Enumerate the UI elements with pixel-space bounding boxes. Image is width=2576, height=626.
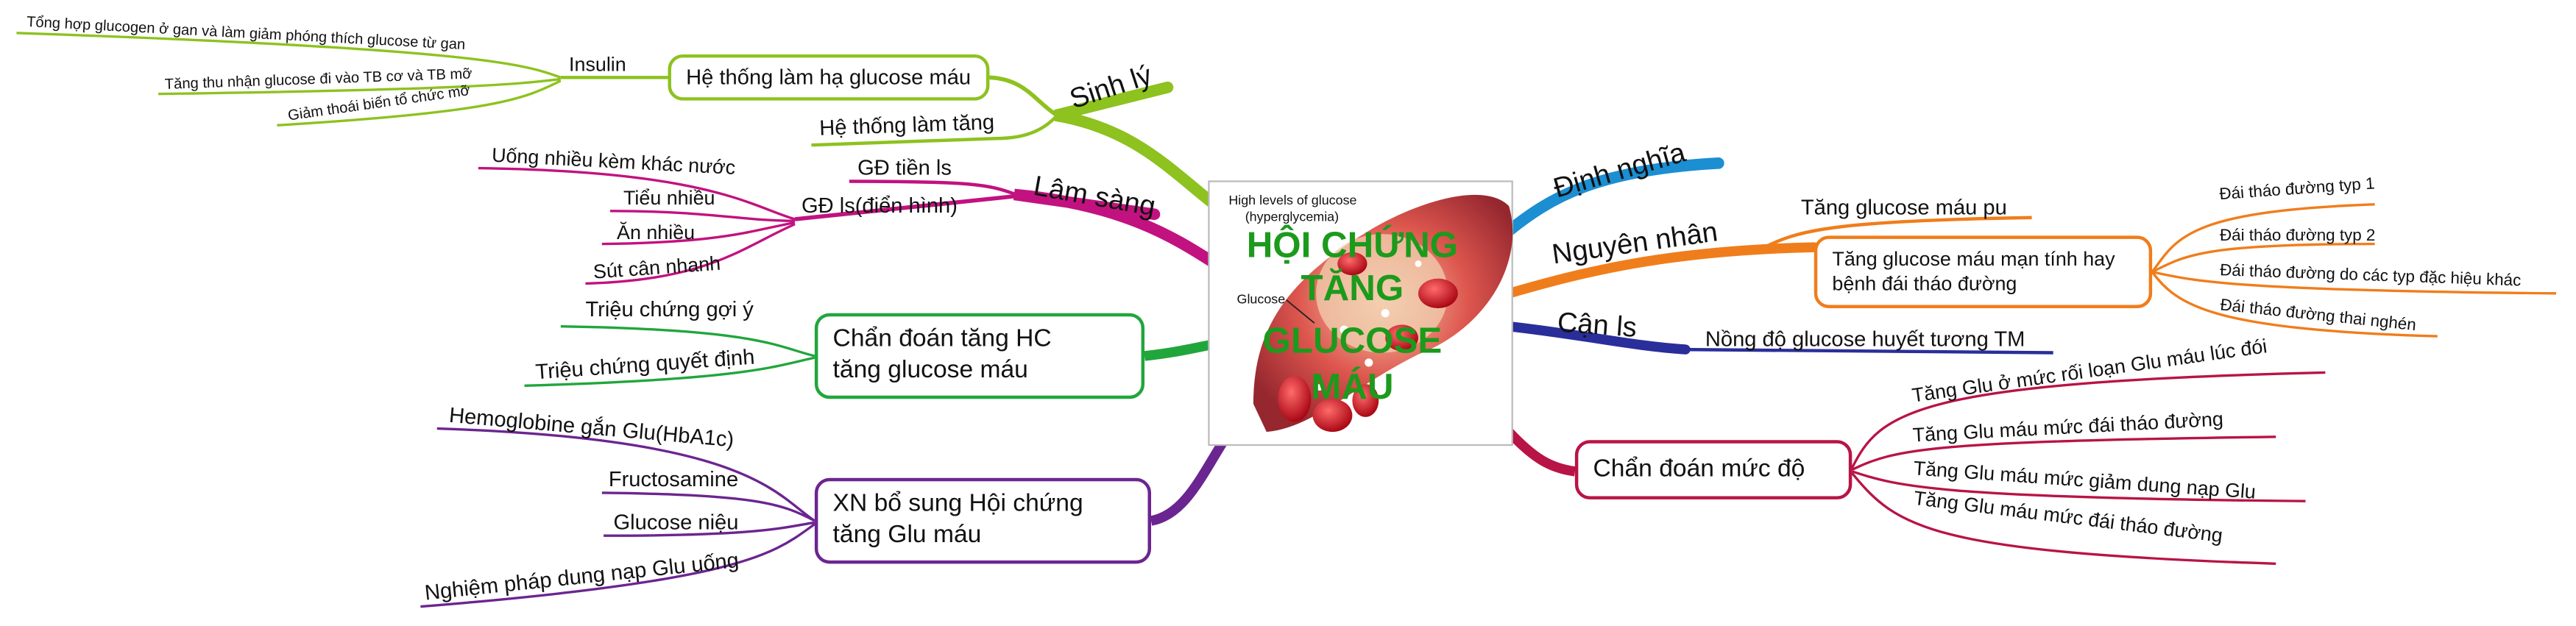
chan-doan-muc-do-node[interactable]: Chẩn đoán mức độ (1574, 440, 1853, 499)
center-image: High levels of glucose (hyperglycemia) G… (1208, 180, 1513, 447)
man-tinh-label-1: Tăng glucose máu mạn tính hay (1832, 247, 2115, 271)
red-cell-icon (1352, 384, 1379, 417)
man-tinh-label-2: bệnh đái tháo đường (1832, 271, 2017, 296)
center-title-line-2: TĂNG (1301, 267, 1404, 308)
lam-sang-tien-ls-line (849, 179, 1017, 196)
muc-do-item-4-line (1851, 472, 2276, 565)
glucose-dot-icon (1381, 309, 1390, 318)
chan-doan-tang-label-1: Chẩn đoán tăng HC (832, 324, 1052, 354)
nguyen-nhan-pu[interactable]: Tăng glucose máu pu (1801, 196, 2007, 219)
chan-doan-tang-node[interactable]: Chẩn đoán tăng HC tăng glucose máu (814, 313, 1145, 399)
branch-chan-doan-muc-do (1505, 371, 2326, 565)
xn-bo-sung-label-2: tăng Glu máu (832, 521, 982, 549)
red-cell-icon (1312, 399, 1353, 433)
sinh-ly-to-ha-link (989, 75, 1058, 118)
ls-item-1[interactable]: Uống nhiều kèm khác nước (491, 144, 736, 179)
ls-item-3[interactable]: Ăn nhiều (617, 221, 695, 243)
insulin-item-1-line (16, 32, 562, 79)
xn-item-1[interactable]: Hemoglobine gắn Glu(HbA1c) (448, 403, 735, 452)
insulin-item-3-line (277, 79, 562, 127)
ls-item-2[interactable]: Tiểu nhiều (623, 187, 715, 209)
center-caption: High levels of glucose (1228, 193, 1356, 207)
insulin-item-1[interactable]: Tổng hợp glucogen ở gan và làm giảm phón… (26, 14, 466, 53)
ls-item-3-line (601, 221, 796, 246)
xn-item-2[interactable]: Fructosamine (609, 468, 738, 491)
chan-doan-tang-item-1-line (560, 324, 815, 358)
can-ls-item[interactable]: Nồng độ glucose huyết tương TM (1705, 328, 2025, 352)
man-tinh-item-1[interactable]: Đái tháo đường typ 1 (2219, 174, 2376, 203)
muc-do-item-1-line (1850, 371, 2326, 469)
chan-doan-tang-label-2: tăng glucose máu (832, 355, 1028, 385)
xn-item-1-line (436, 427, 815, 522)
red-cell-icon (1418, 278, 1458, 309)
branch-lam-sang (478, 166, 1235, 285)
red-cell-icon (1385, 324, 1419, 352)
he-thong-lam-ha-label: Hệ thống làm hạ glucose máu (686, 64, 972, 89)
xn-item-2-line (601, 491, 815, 522)
sinh-ly-to-tang-link (811, 114, 1058, 147)
xn-bo-sung-label-1: XN bổ sung Hội chứng (832, 490, 1083, 519)
xn-item-3-line (604, 521, 815, 537)
center-title-line-1: HỘI CHỨNG (1247, 224, 1458, 266)
insulin-item-2-line (158, 77, 562, 96)
glucose-label: Glucose (1237, 291, 1286, 306)
can-ls-item-line (1679, 347, 2053, 355)
glucose-dot-icon (1340, 325, 1348, 334)
lam-sang-ls-line (794, 193, 1016, 221)
chan-doan-tang-item-2-line (524, 356, 815, 388)
ls-item-2-line (610, 210, 796, 222)
xn-item-3[interactable]: Glucose niệu (614, 511, 739, 534)
ls-item-4-line (585, 223, 796, 285)
nguyen-nhan-main-branch (1504, 242, 1819, 299)
can-ls-label[interactable]: Cận ls (1557, 307, 1638, 343)
xn-item-4-line (420, 523, 815, 608)
red-cell-icon (1278, 375, 1312, 422)
man-tinh-item-2[interactable]: Đái tháo đường typ 2 (2220, 226, 2375, 244)
muc-do-item-2-line (1851, 435, 2276, 472)
center-title-line-3: GLUCOSE (1263, 321, 1443, 361)
lam-sang-label[interactable]: Lâm sàng (1031, 171, 1158, 222)
glucose-dot-icon (1316, 384, 1323, 391)
man-tinh-item-2-line (2151, 242, 2375, 274)
glucose-dot-icon (1415, 260, 1422, 267)
nguyen-nhan-pu-line (1763, 216, 2032, 249)
branch-can-ls (1504, 321, 2053, 355)
glucose-dot-icon (1365, 358, 1373, 367)
branch-nguyen-nhan (1504, 203, 2557, 338)
ls-item-1-line (478, 166, 796, 221)
man-tinh-node[interactable]: Tăng glucose máu mạn tính hay bệnh đái t… (1814, 235, 2153, 309)
can-ls-main-branch (1504, 321, 1691, 355)
chan-doan-tang-item-2[interactable]: Triệu chứng quyết định (534, 346, 755, 385)
xn-item-4[interactable]: Nghiệm pháp dung nạp Glu uống (423, 549, 740, 605)
gd-ls-dien-hinh[interactable]: GĐ ls(điển hình) (802, 194, 958, 218)
glucose-pointer-line (1286, 299, 1315, 324)
man-tinh-item-4-line (2151, 271, 2438, 338)
dinh-nghia-label[interactable]: Định nghĩa (1550, 137, 1689, 204)
insulin-label[interactable]: Insulin (569, 53, 626, 75)
man-tinh-item-1-line (2151, 203, 2375, 273)
xn-bo-sung-node[interactable]: XN bổ sung Hội chứng tăng Glu máu (814, 477, 1152, 564)
red-cell-icon (1337, 252, 1367, 276)
he-thong-lam-tang[interactable]: Hệ thống làm tăng (819, 110, 995, 140)
center-title-line-4: MÁU (1311, 366, 1393, 407)
muc-do-item-3-line (1851, 470, 2306, 502)
center-caption-2: (hyperglycemia) (1245, 209, 1339, 224)
chan-doan-tang-item-1[interactable]: Triệu chứng gợi ý (585, 298, 754, 321)
ls-item-4[interactable]: Sút cân nhanh (592, 252, 721, 283)
dinh-nghia-main-branch (1503, 157, 1724, 237)
man-tinh-item-3-line (2151, 271, 2557, 295)
he-thong-lam-ha-node[interactable]: Hệ thống làm hạ glucose máu (668, 54, 990, 101)
man-tinh-item-4[interactable]: Đái tháo đường thai nghén (2219, 295, 2417, 334)
chan-doan-muc-do-main-branch (1505, 428, 1576, 477)
gd-tien-ls[interactable]: GĐ tiền ls (857, 157, 952, 180)
chan-doan-muc-do-label: Chẩn đoán mức độ (1593, 454, 1805, 483)
branch-xn-bo-sung (420, 422, 1238, 608)
